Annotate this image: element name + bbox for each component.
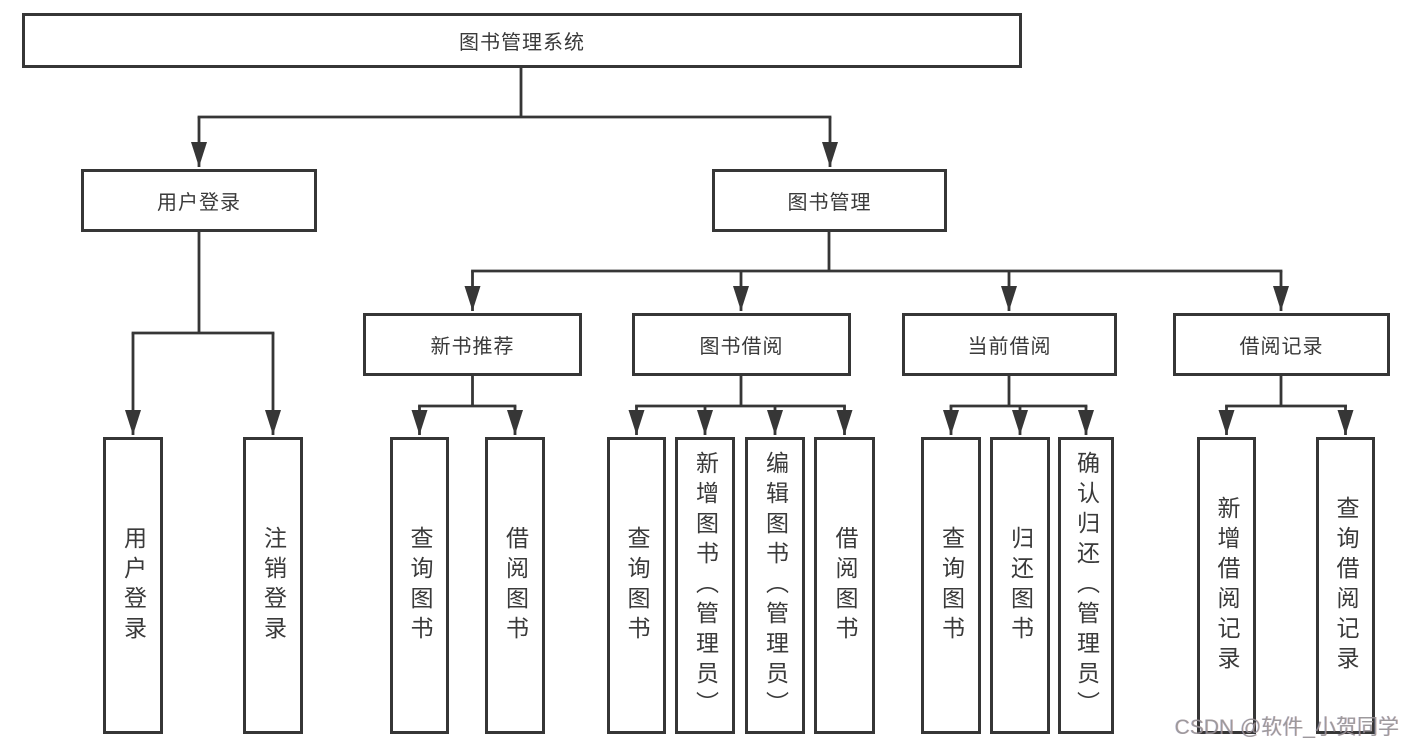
csdn-watermark: CSDN @软件_小贺同学 (1174, 716, 1399, 739)
node-label: 借阅图书 (832, 525, 858, 646)
leaf-query-borrow-record: 查询借阅记录 (1316, 437, 1375, 734)
leaf-query-books-recommend: 查询图书 (390, 437, 449, 734)
node-label: 查询借阅记录 (1333, 495, 1359, 676)
node-label: 新增图书（管理员） (692, 450, 719, 721)
node-label: 用户登录 (120, 525, 147, 646)
node-label: 当前借阅 (967, 336, 1052, 358)
node-label: 图书借阅 (699, 336, 784, 358)
node-label: 用户登录 (157, 192, 241, 214)
node-borrowing-records: 借阅记录 (1173, 313, 1390, 376)
node-new-book-recommend: 新书推荐 (363, 313, 582, 376)
node-label: 图书管理 (787, 192, 872, 214)
node-book-management: 图书管理 (712, 169, 947, 232)
leaf-edit-books-admin: 编辑图书（管理员） (745, 437, 805, 734)
node-current-borrowing: 当前借阅 (902, 313, 1117, 376)
node-label: 新增借阅记录 (1214, 495, 1240, 676)
leaf-return-books: 归还图书 (990, 437, 1050, 734)
node-book-borrowing: 图书借阅 (632, 313, 851, 376)
node-label: 查询图书 (407, 525, 433, 646)
node-root-system: 图书管理系统 (22, 13, 1022, 68)
node-label: 借阅记录 (1239, 336, 1324, 358)
leaf-logout: 注销登录 (243, 437, 303, 734)
leaf-borrow-books-recommend: 借阅图书 (485, 437, 545, 734)
leaf-user-login: 用户登录 (103, 437, 163, 734)
node-label: 借阅图书 (502, 525, 529, 646)
leaf-add-borrow-record: 新增借阅记录 (1197, 437, 1256, 734)
leaf-add-books-admin: 新增图书（管理员） (675, 437, 735, 734)
node-label: 编辑图书（管理员） (762, 450, 789, 721)
leaf-borrow-books: 借阅图书 (814, 437, 875, 734)
node-user-login: 用户登录 (81, 169, 317, 232)
leaf-query-books-borrowing: 查询图书 (607, 437, 666, 734)
node-label: 确认归还（管理员） (1073, 450, 1100, 721)
leaf-confirm-return-admin: 确认归还（管理员） (1058, 437, 1114, 734)
node-label: 查询图书 (938, 525, 965, 646)
node-label: 归还图书 (1007, 525, 1034, 646)
node-label: 图书管理系统 (459, 32, 585, 54)
node-label: 注销登录 (260, 525, 287, 646)
node-label: 查询图书 (624, 525, 650, 646)
node-label: 新书推荐 (430, 336, 515, 358)
leaf-query-books-current: 查询图书 (921, 437, 981, 734)
